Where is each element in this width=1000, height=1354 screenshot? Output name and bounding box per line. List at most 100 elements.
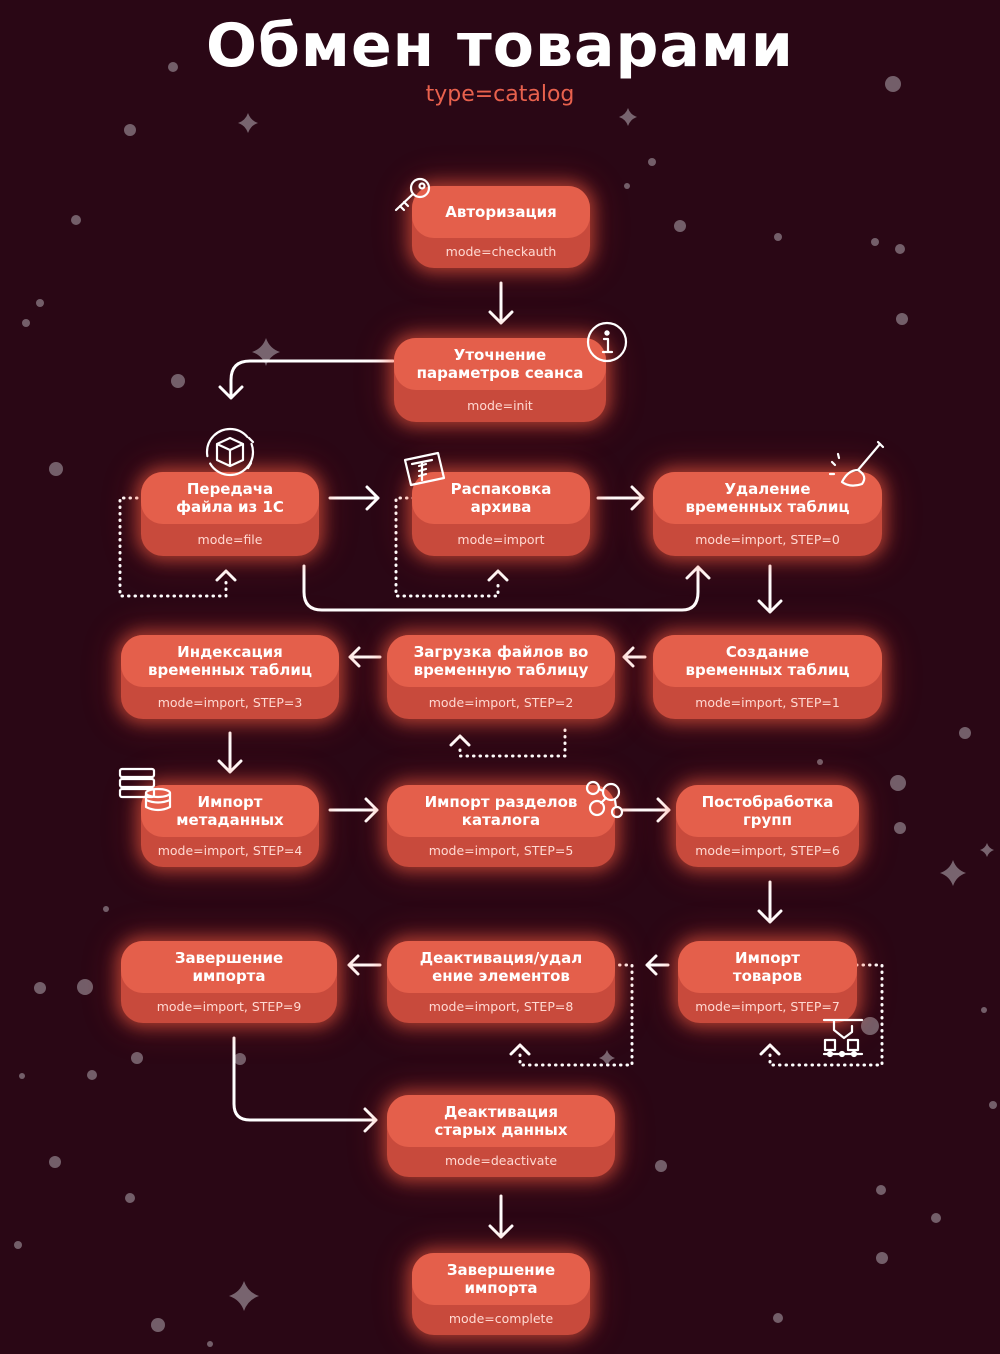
node-meta-mode: mode=import, STEP=4 xyxy=(157,843,303,858)
node-index-tmp: Индексация временных таблиц mode=import,… xyxy=(121,635,339,719)
node-finish-import-mode: mode=import, STEP=9 xyxy=(156,999,302,1014)
info-icon xyxy=(586,321,628,363)
star-dot xyxy=(124,124,136,136)
star-dot xyxy=(22,319,30,327)
star-dot xyxy=(773,1313,783,1323)
loop-goods-head xyxy=(759,1043,781,1056)
node-goods: Импорт товаров mode=import, STEP=7 xyxy=(678,941,857,1023)
node-deact-elem: Деактивация/удал ение элементов mode=imp… xyxy=(387,941,615,1023)
star-dot xyxy=(959,727,971,739)
broom-icon xyxy=(828,440,885,487)
node-sections-label: Импорт разделов каталога xyxy=(424,793,578,829)
node-unpack-label: Распаковка архива xyxy=(450,480,552,516)
star-dot xyxy=(876,1185,886,1195)
node-load-tmp-label: Загрузка файлов во временную таблицу xyxy=(413,643,589,679)
loop-deact-elem xyxy=(518,963,634,1067)
node-deact-elem-mode: mode=import, STEP=8 xyxy=(428,999,574,1014)
node-init: Уточнение параметров сеанса mode=init xyxy=(394,338,606,422)
star-dot xyxy=(890,775,906,791)
star-dot xyxy=(894,822,906,834)
arrow-file-to-delete xyxy=(302,564,711,612)
star-dot xyxy=(871,238,879,246)
arrow-finish-to-deact-old xyxy=(232,1036,378,1133)
node-delete-tmp-label: Удаление временных таблиц xyxy=(685,480,850,516)
arrow-delete-to-create xyxy=(757,564,783,614)
star-dot xyxy=(131,1052,143,1064)
star-dot xyxy=(103,906,109,912)
star-sparkle xyxy=(238,113,258,133)
star-dot xyxy=(655,1160,667,1172)
star-dot xyxy=(931,1213,941,1223)
star-sparkle xyxy=(229,1281,259,1311)
node-create-tmp: Создание временных таблиц mode=import, S… xyxy=(653,635,882,719)
star-dot xyxy=(207,1341,213,1347)
node-deact-elem-label: Деактивация/удал ение элементов xyxy=(419,949,583,985)
arrow-deact-elem-to-finish xyxy=(347,954,382,976)
loop-file xyxy=(118,496,228,598)
arrow-sections-to-groups xyxy=(620,797,671,823)
star-sparkle xyxy=(619,108,637,126)
node-unpack-mode: mode=import xyxy=(457,532,545,547)
arrow-file-to-unpack xyxy=(328,485,380,511)
star-dot xyxy=(234,1053,246,1065)
node-delete-tmp-mode: mode=import, STEP=0 xyxy=(695,532,840,547)
node-unpack: Распаковка архива mode=import xyxy=(412,472,590,556)
node-finish-import: Завершение импорта mode=import, STEP=9 xyxy=(121,941,337,1023)
node-goods-label: Импорт товаров xyxy=(732,949,803,985)
arrow-unpack-to-delete xyxy=(596,485,645,511)
box-icon xyxy=(205,427,255,477)
star-dot xyxy=(648,158,656,166)
node-file-label: Передача файла из 1С xyxy=(176,480,284,516)
node-init-label: Уточнение параметров сеанса xyxy=(416,346,584,382)
node-goods-mode: mode=import, STEP=7 xyxy=(695,999,840,1014)
molecule-icon xyxy=(585,780,624,819)
node-complete-mode: mode=complete xyxy=(448,1311,554,1326)
star-dot xyxy=(151,1318,165,1332)
archive-icon xyxy=(403,451,446,487)
node-deact-old: Деактивация старых данных mode=deactivat… xyxy=(387,1095,615,1177)
star-dot xyxy=(19,1073,25,1079)
arrow-index-to-meta xyxy=(217,731,243,774)
arrow-groups-to-goods xyxy=(757,880,783,924)
star-sparkle xyxy=(252,338,280,366)
loop-unpack-head xyxy=(487,569,509,582)
star-sparkle xyxy=(940,860,966,886)
star-dot xyxy=(989,1101,997,1109)
node-groups-label: Постобработка групп xyxy=(701,793,834,829)
loop-deact-elem-head xyxy=(509,1043,531,1056)
arrow-load-to-index xyxy=(348,646,382,668)
arrow-deact-old-to-complete xyxy=(488,1194,514,1239)
star-sparkle xyxy=(599,1050,615,1066)
star-dot xyxy=(168,62,178,72)
arrow-goods-to-deact-elem xyxy=(645,954,670,976)
robot-arm-icon xyxy=(822,1018,864,1058)
star-dot xyxy=(896,313,908,325)
star-dot xyxy=(885,76,901,92)
star-sparkle xyxy=(980,843,994,857)
star-dot xyxy=(171,374,185,388)
loop-load xyxy=(458,728,567,758)
node-complete: Завершение импорта mode=complete xyxy=(412,1253,590,1335)
database-icon xyxy=(118,767,172,812)
node-index-tmp-label: Индексация временных таблиц xyxy=(148,643,312,679)
star-dot xyxy=(895,244,905,254)
node-deact-old-label: Деактивация старых данных xyxy=(434,1103,568,1139)
star-dot xyxy=(77,979,93,995)
diagram-title: Обмен товарами xyxy=(206,11,794,81)
node-delete-tmp: Удаление временных таблиц mode=import, S… xyxy=(653,472,882,556)
arrow-init-to-file xyxy=(218,359,395,400)
loop-load-head xyxy=(449,734,471,747)
loop-file-head xyxy=(215,569,237,582)
node-groups: Постобработка групп mode=import, STEP=6 xyxy=(676,785,859,867)
star-dot xyxy=(861,1017,879,1035)
star-dot xyxy=(674,220,686,232)
star-dot xyxy=(817,759,823,765)
loop-goods xyxy=(768,963,884,1067)
diagram-subtitle: type=catalog xyxy=(425,82,575,107)
node-create-tmp-label: Создание временных таблиц xyxy=(685,643,850,679)
node-auth-mode: mode=checkauth xyxy=(445,244,557,259)
node-init-mode: mode=init xyxy=(467,398,533,413)
